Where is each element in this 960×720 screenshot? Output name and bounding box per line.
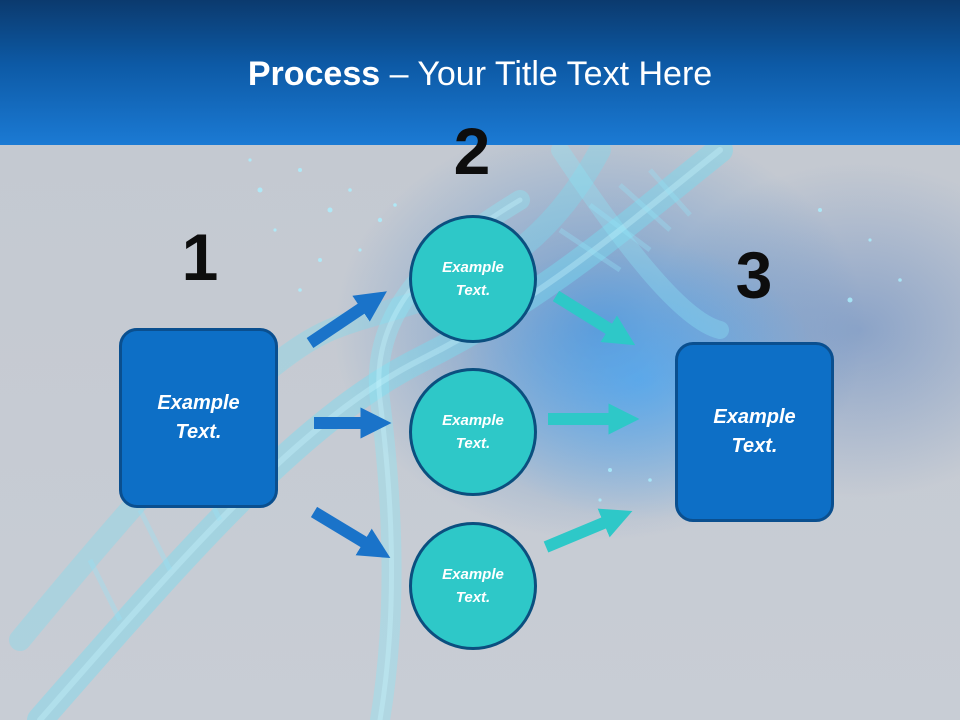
step-2-circle-middle: Example Text. [409,368,537,496]
step-2-circle-top: Example Text. [409,215,537,343]
circle-bottom-text-line1: Example [442,566,504,583]
circle-middle-text-line1: Example [442,412,504,429]
step-1-text-line1: Example [157,392,240,414]
step-1-box: Example Text. [119,328,278,508]
step-2-circle-bottom: Example Text. [409,522,537,650]
circle-middle-text-line2: Text. [455,435,491,452]
title-rest: – Your Title Text Here [380,55,713,93]
circle-top-text-line1: Example [442,259,504,276]
step-3-box: Example Text. [675,342,834,522]
step-number-1: 1 [181,220,219,294]
step-3-text-line2: Text. [731,435,778,457]
step-number-2: 2 [453,114,491,188]
step-3-text-line1: Example [713,406,796,428]
circle-bottom-text-line2: Text. [455,589,491,606]
circle-top-text-line2: Text. [455,282,491,299]
slide-title: Process – Your Title Text Here [0,52,960,96]
step-1-text-line2: Text. [175,421,222,443]
title-bold: Process [247,55,381,93]
header-bar [0,0,960,145]
step-number-3: 3 [735,238,773,312]
